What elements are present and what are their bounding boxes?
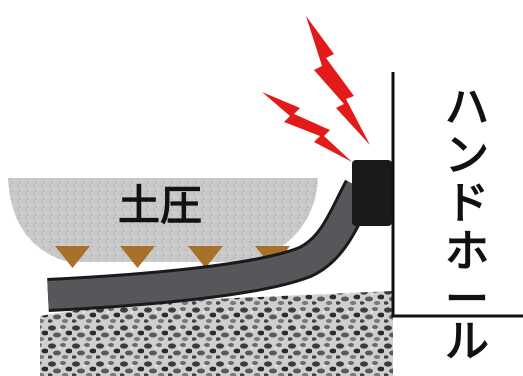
handhole-label-char: ド <box>445 178 489 229</box>
soil-mound <box>8 178 318 262</box>
handhole-label: ハ ン ド ホ ー ル <box>445 82 489 367</box>
soil-pressure-label: 土圧 <box>118 181 202 230</box>
pipe-end-cap <box>352 160 392 226</box>
handhole-label-char: ー <box>445 274 489 325</box>
lightning-icon <box>262 92 352 162</box>
lightning-icon <box>306 16 370 145</box>
gravel-bed <box>40 291 393 376</box>
handhole-label-char: ハ <box>445 82 489 133</box>
down-arrow <box>120 246 155 268</box>
handhole-wall <box>391 72 523 318</box>
handhole-label-char: ン <box>445 130 489 181</box>
down-arrow <box>188 246 223 268</box>
handhole-label-char: ル <box>445 316 489 367</box>
handhole-label-char: ホ <box>445 226 489 277</box>
down-arrow <box>55 246 90 268</box>
